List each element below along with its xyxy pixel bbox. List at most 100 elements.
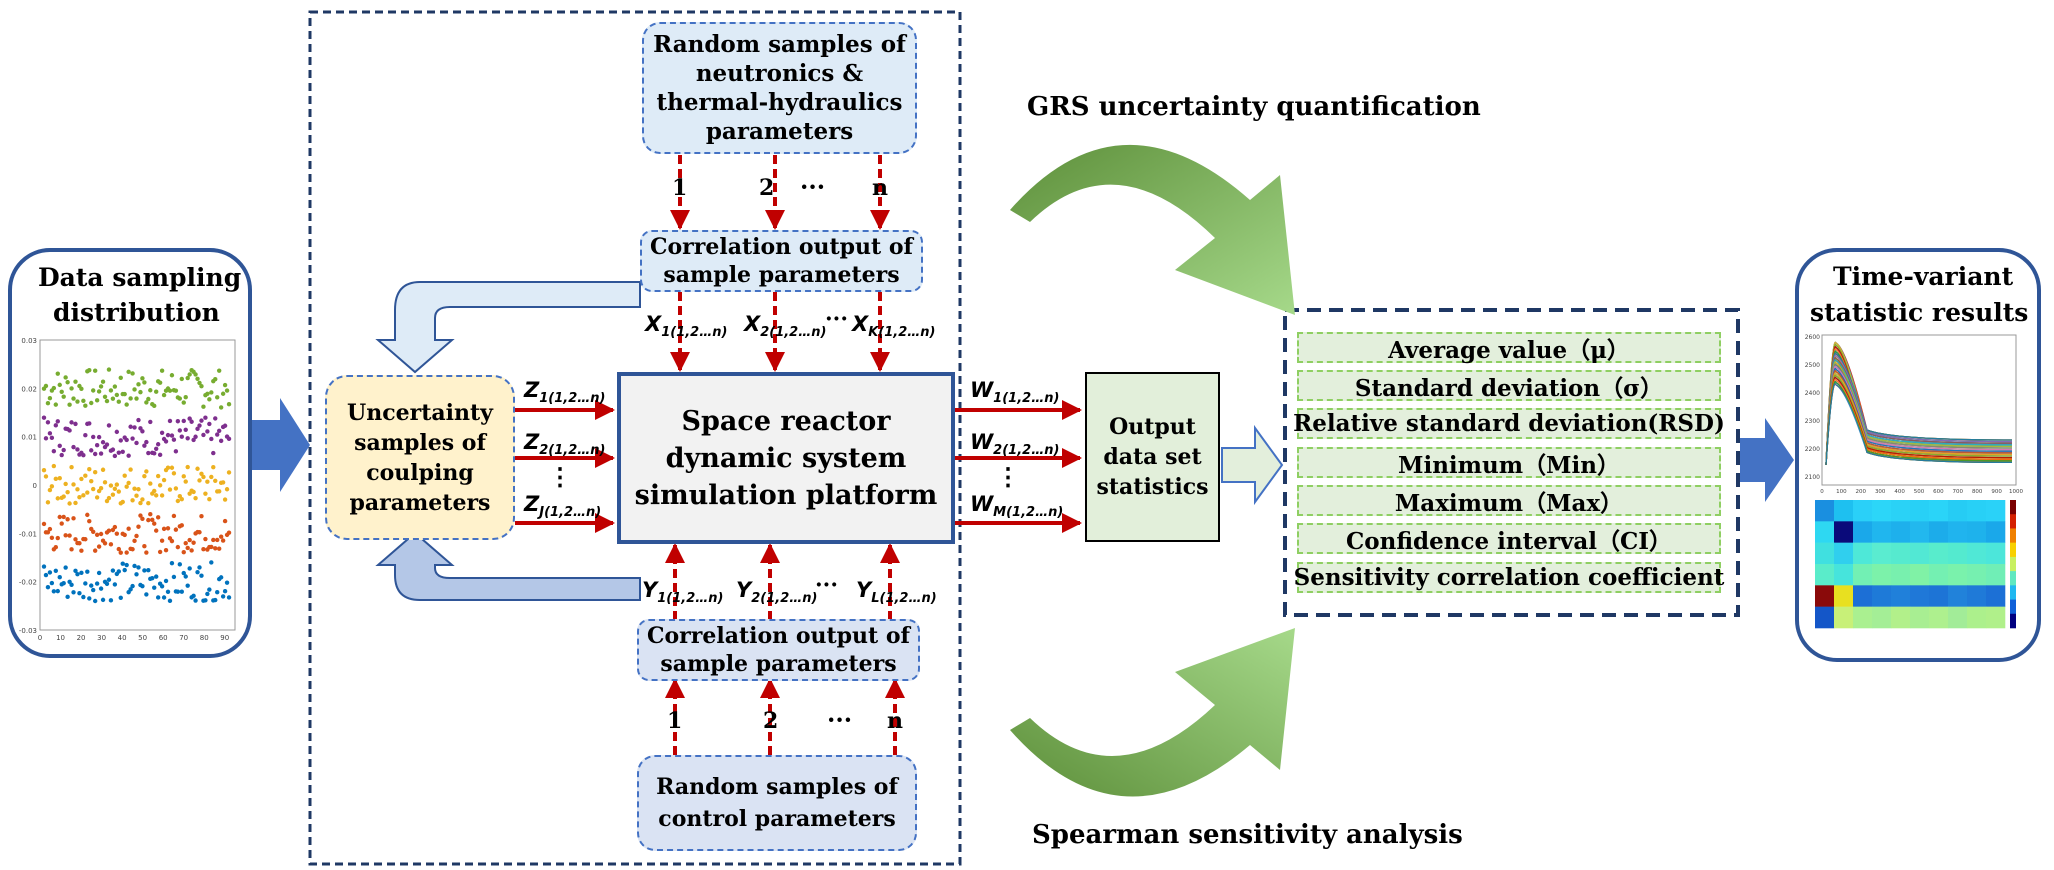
scatter-point [87, 518, 92, 524]
heatmap-cell [1853, 500, 1873, 522]
wm-label: WM(1,2…n) [970, 492, 1064, 521]
scatter-point [45, 401, 51, 406]
spearman-label: Spearman sensitivity analysis [1032, 820, 1463, 850]
heatmap-cell [1967, 542, 1987, 565]
scatter-point [148, 419, 153, 425]
line-chart-x-tick: 600 [1933, 489, 1944, 495]
scatter-point [120, 499, 125, 505]
heatmap-cell [1986, 564, 2006, 586]
heatmap-cell [1815, 585, 1835, 607]
scatter-point [226, 470, 232, 475]
heatmap-cell [1929, 564, 1949, 586]
scatter-point [41, 415, 47, 420]
scatter-point [165, 589, 171, 594]
scatter-point [181, 570, 186, 576]
scatter-point [220, 480, 226, 485]
scatter-y-tick: 0.02 [21, 385, 37, 393]
scatter-point [112, 582, 118, 587]
heatmap-cell [1910, 606, 1930, 629]
stat-min: Minimum（Min） [1297, 447, 1721, 479]
scatter-point [191, 540, 196, 545]
scatter-point [106, 495, 112, 501]
scatter-point [45, 500, 51, 505]
scatter-point [122, 391, 127, 397]
y1-label: Y1(1,2…n) [642, 578, 724, 607]
scatter-point [207, 397, 212, 402]
scatter-point [126, 369, 131, 375]
top-random-line2: neutronics & [695, 60, 864, 87]
bottom-index-n: n [887, 708, 903, 734]
scatter-point [224, 388, 230, 393]
scatter-point [193, 372, 198, 377]
heatmap-cell [1872, 521, 1892, 543]
heatmap-cell [1910, 564, 1930, 586]
scatter-point [79, 570, 84, 576]
scatter-point [144, 592, 149, 597]
scatter-point [185, 545, 190, 551]
scatter-point [63, 565, 68, 570]
scatter-point [65, 594, 70, 600]
scatter-point [55, 371, 60, 376]
scatter-point [79, 476, 84, 482]
output-line2: data set [1103, 444, 1202, 470]
heatmap-cell [1967, 521, 1987, 543]
scatter-point [114, 531, 120, 536]
scatter-point [120, 449, 125, 454]
scatter-point [130, 498, 135, 503]
scatter-point [91, 486, 96, 492]
heatmap-cell [1834, 521, 1854, 543]
scatter-point [94, 398, 100, 403]
scatter-point [220, 594, 226, 599]
scatter-point [213, 416, 218, 421]
scatter-point [51, 589, 57, 594]
scatter-point [51, 385, 57, 391]
top-random-line1: Random samples of [653, 31, 906, 58]
scatter-point [67, 501, 72, 506]
scatter-point [181, 474, 186, 479]
line-chart-x-tick: 500 [1914, 489, 1925, 495]
scatter-point [118, 438, 123, 443]
scatter-point [175, 589, 181, 594]
scatter-point [69, 582, 74, 587]
scatter-point [53, 544, 59, 550]
scatter-point [201, 474, 206, 480]
heatmap-cell [1853, 521, 1873, 543]
scatter-point [122, 473, 127, 478]
simulation-container-border [308, 10, 962, 866]
scatter-point [61, 394, 66, 399]
top-index-dots: ··· [800, 172, 826, 201]
scatter-point [187, 372, 192, 377]
scatter-point [71, 396, 76, 401]
y-dots: ··· [815, 572, 838, 598]
line-chart-x-tick: 0 [1820, 489, 1824, 495]
scatter-point [98, 384, 104, 389]
scatter-point [171, 437, 177, 442]
top-random-samples-box: Random samples of neutronics & thermal-h… [642, 22, 917, 154]
scatter-point [61, 447, 66, 453]
scatter-point [195, 376, 200, 381]
scatter-point [71, 444, 76, 450]
scatter-point [96, 544, 102, 549]
scatter-y-tick: -0.03 [19, 627, 37, 635]
scatter-point [102, 541, 108, 546]
heatmap-cell [1948, 606, 1968, 629]
scatter-point [218, 438, 224, 444]
scatter-point [152, 488, 157, 494]
scatter-y-tick: -0.02 [19, 579, 37, 587]
scatter-point [163, 578, 169, 584]
scatter-point [114, 429, 120, 435]
scatter-point [49, 435, 55, 441]
scatter-point [73, 421, 78, 427]
line-chart-y-tick: 2500 [1805, 362, 1820, 369]
scatter-point [53, 402, 59, 407]
arrow-left-panel-to-coupling [252, 398, 310, 492]
scatter-point [77, 495, 82, 500]
scatter-point [49, 535, 55, 541]
scatter-point [222, 423, 228, 428]
bottom-index-dots: ··· [827, 705, 853, 734]
scatter-point [159, 430, 165, 435]
scatter-point [134, 396, 139, 401]
scatter-point [183, 395, 188, 400]
scatter-point [51, 463, 57, 469]
